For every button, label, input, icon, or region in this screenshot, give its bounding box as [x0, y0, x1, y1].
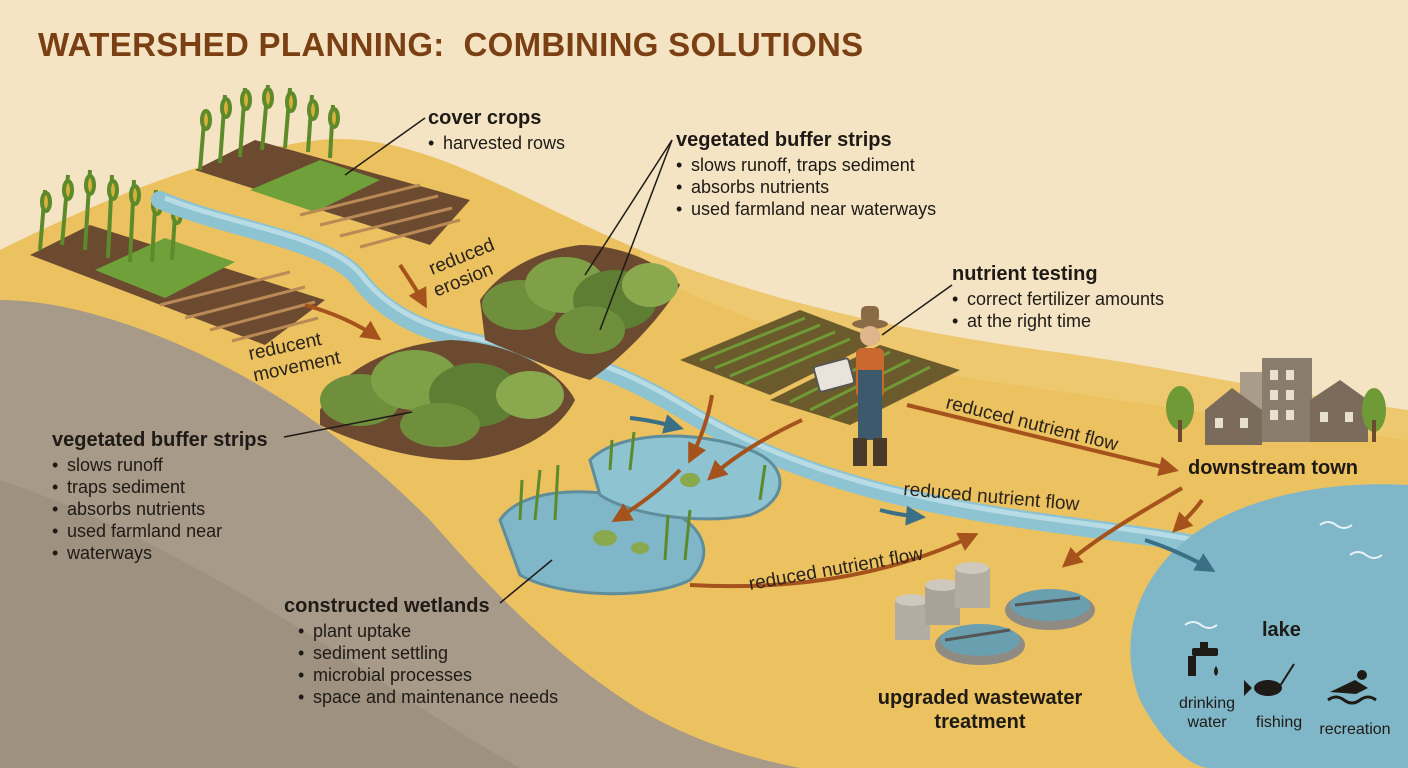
list-item: slows runoff, traps sediment	[676, 154, 936, 176]
lake-label: lake	[1262, 619, 1301, 641]
list-item: used farmland near waterways	[676, 198, 936, 220]
drinking-water-line-2: water	[1187, 714, 1227, 731]
field-rows-upper	[299, 183, 461, 249]
upland-highlight	[640, 250, 1408, 440]
downstream-town-label: downstream town	[1188, 457, 1359, 479]
constructed-wetlands-title: constructed wetlands	[284, 595, 490, 617]
buffer-strips-top-title: vegetated buffer strips	[676, 129, 892, 151]
list-item: absorbs nutrients	[52, 498, 268, 520]
buffer-strips-left-list: slows runoff traps sediment absorbs nutr…	[52, 454, 268, 564]
lake-waves	[1184, 521, 1383, 629]
list-item: microbial processes	[298, 664, 558, 686]
list-item-continuation: waterways	[52, 542, 268, 564]
constructed-wetlands-list: plant uptake sediment settling microbial…	[298, 620, 558, 708]
field-rows-lower	[159, 270, 319, 343]
list-item: absorbs nutrients	[676, 176, 936, 198]
wastewater-treatment-line-1: upgraded wastewater	[877, 687, 1083, 709]
farmer-figure	[812, 306, 888, 466]
list-item: space and maintenance needs	[298, 686, 558, 708]
list-item: used farmland near	[52, 520, 268, 542]
cover-crop-strip-lower	[95, 238, 235, 298]
stream-highlight	[164, 195, 1201, 544]
cover-crops-title: cover crops	[428, 107, 542, 129]
fish-icon	[1244, 663, 1295, 696]
treatment-plant	[895, 562, 1095, 665]
buffer-strips-top-label: vegetated buffer strips slows runoff, tr…	[676, 128, 936, 220]
page-title: WATERSHED PLANNING: COMBINING SOLUTIONS	[38, 26, 864, 63]
drinking-water-label: drinking water	[1172, 694, 1242, 732]
corn-rows-upper	[198, 84, 340, 171]
recreation-line: recreation	[1319, 721, 1391, 738]
drinking-water-line-1: drinking	[1178, 695, 1236, 712]
wetland-ponds	[498, 431, 782, 596]
swimmer-icon	[1327, 670, 1377, 705]
wastewater-treatment-label: upgraded wastewater treatment	[865, 686, 1095, 734]
constructed-wetlands-label: constructed wetlands plant uptake sedime…	[284, 594, 558, 708]
list-item: slows runoff	[52, 454, 268, 476]
list-item: at the right time	[952, 310, 1164, 332]
nutrient-testing-label: nutrient testing correct fertilizer amou…	[952, 262, 1164, 332]
nutrient-testing-title: nutrient testing	[952, 263, 1098, 285]
farm-field-right	[680, 310, 960, 425]
list-item: plant uptake	[298, 620, 558, 642]
buffer-strip-lower	[320, 340, 575, 461]
list-item: correct fertilizer amounts	[952, 288, 1164, 310]
wastewater-treatment-line-2: treatment	[934, 711, 1026, 733]
recreation-label: recreation	[1310, 720, 1400, 739]
nutrient-testing-list: correct fertilizer amounts at the right …	[952, 288, 1164, 332]
cover-crops-label: cover crops harvested rows	[428, 106, 565, 154]
town-buildings	[1166, 358, 1386, 445]
list-item: sediment settling	[298, 642, 558, 664]
stream	[151, 191, 1209, 554]
list-item: traps sediment	[52, 476, 268, 498]
fishing-label: fishing	[1244, 713, 1314, 732]
fishing-line: fishing	[1255, 714, 1303, 731]
list-item: harvested rows	[428, 132, 565, 154]
buffer-strip-upper	[480, 245, 680, 380]
leader-lines	[283, 117, 953, 604]
buffer-strips-left-label: vegetated buffer strips slows runoff tra…	[52, 428, 268, 564]
flow-arrows	[304, 263, 1204, 589]
flow-arrows-blue	[629, 414, 1216, 573]
faucet-icon	[1188, 642, 1218, 676]
buffer-strips-top-list: slows runoff, traps sediment absorbs nut…	[676, 154, 936, 220]
cover-crops-list: harvested rows	[428, 132, 565, 154]
buffer-strips-left-title: vegetated buffer strips	[52, 429, 268, 451]
